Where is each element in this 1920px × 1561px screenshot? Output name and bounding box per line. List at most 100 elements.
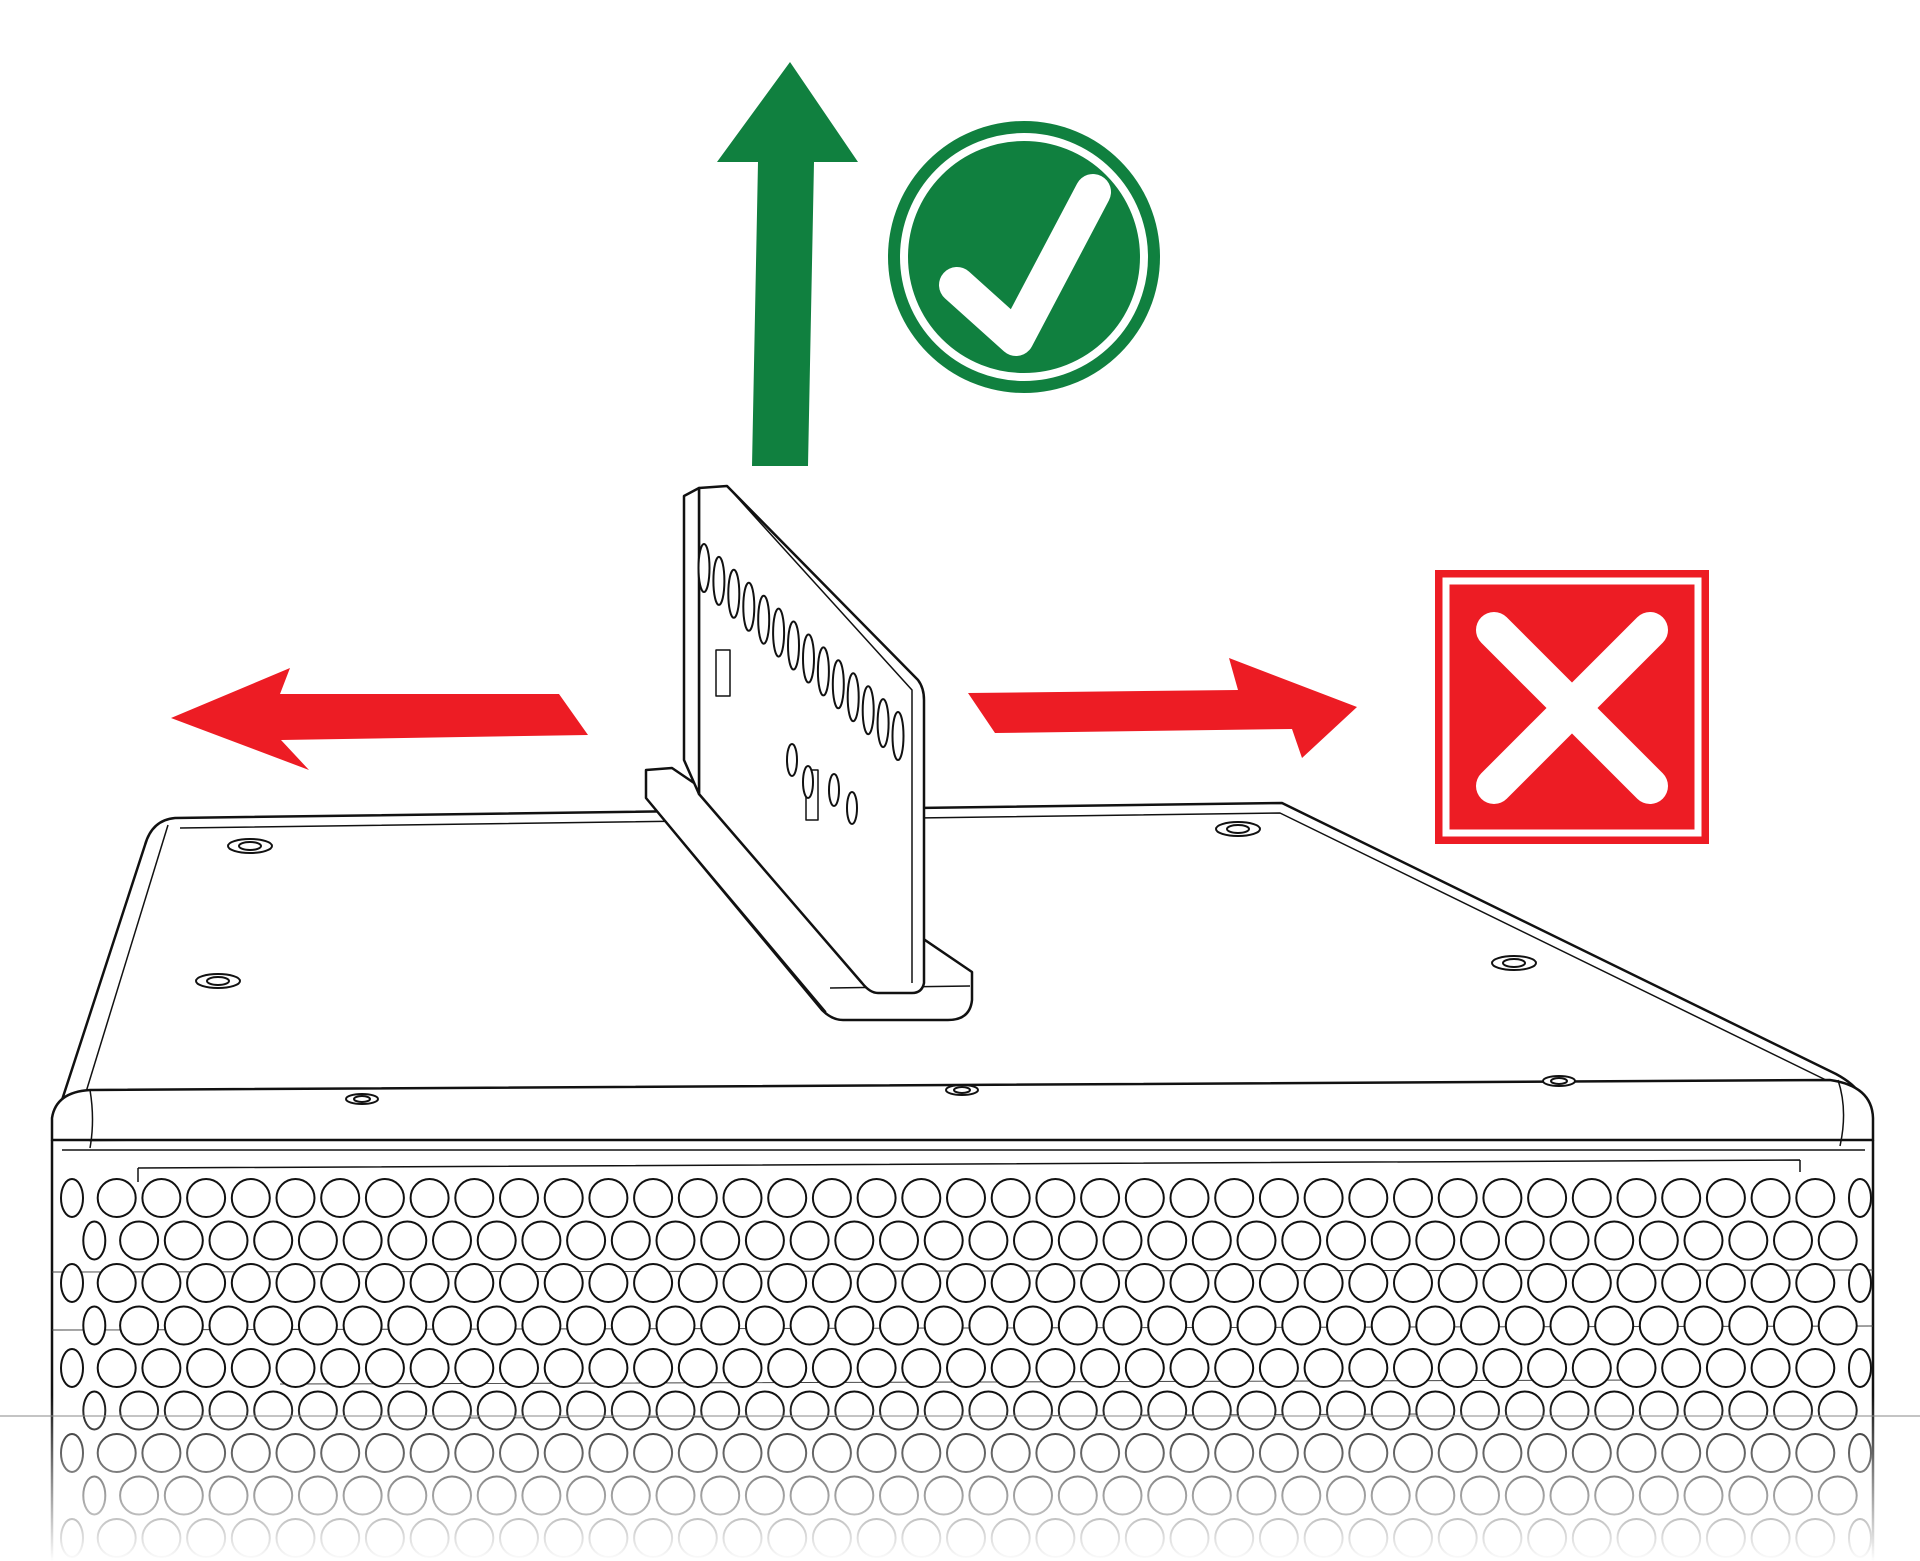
grille-hole <box>1124 1178 1165 1218</box>
cabinet-bezel-corner-right <box>1837 1079 1845 1147</box>
grille-hole <box>990 1348 1031 1388</box>
grille-hole <box>1370 1220 1411 1261</box>
grille-hole <box>901 1178 942 1218</box>
grille-hole <box>1258 1348 1299 1388</box>
grille-hole <box>1147 1220 1188 1261</box>
grille-hole <box>1437 1178 1478 1218</box>
grille-hole <box>1303 1178 1344 1218</box>
grille-hole <box>186 1178 227 1218</box>
grille-hole <box>1370 1305 1411 1346</box>
grille-hole <box>655 1220 696 1261</box>
grille-hole <box>1437 1348 1478 1388</box>
grille-hole <box>1527 1348 1568 1388</box>
screw <box>1491 955 1537 971</box>
grille-hole <box>1393 1263 1433 1303</box>
grille-hole <box>1661 1348 1702 1388</box>
grille-hole <box>476 1305 517 1346</box>
cabinet-bezel-corner-left <box>89 1089 94 1149</box>
screw <box>227 838 273 854</box>
screw <box>1542 1075 1576 1087</box>
grille-hole <box>499 1263 539 1303</box>
grille-hole <box>230 1178 271 1218</box>
cabinet-top-inner-edge <box>179 812 1831 1083</box>
grille-hole <box>1504 1220 1545 1261</box>
arrow-left-icon <box>171 668 588 770</box>
grille-hole <box>1728 1220 1769 1261</box>
grille-hole <box>387 1305 428 1346</box>
screw <box>195 973 241 989</box>
bottom-fade <box>0 1395 1920 1561</box>
grille-hole <box>1415 1305 1456 1346</box>
check-circle-icon <box>888 121 1160 393</box>
grille-hole <box>968 1305 1009 1346</box>
bracket-hole <box>876 698 890 749</box>
grille-hole <box>1393 1178 1433 1218</box>
grille-hole <box>566 1220 607 1261</box>
mounting-screws <box>195 821 1576 1105</box>
grille-hole <box>700 1305 741 1346</box>
grille-hole <box>320 1263 361 1303</box>
grille-hole <box>879 1220 919 1261</box>
grille-hole <box>834 1220 875 1261</box>
grille-hole <box>1638 1220 1679 1261</box>
grille-hole <box>1705 1263 1746 1303</box>
grille-hole <box>1773 1220 1813 1261</box>
grille-hole <box>1683 1220 1724 1261</box>
grille-hole <box>856 1348 897 1388</box>
grille-hole <box>1661 1178 1702 1218</box>
grille-hole <box>1705 1178 1746 1218</box>
grille-hole <box>186 1348 227 1388</box>
grille-hole <box>744 1305 785 1346</box>
grille-hole <box>633 1348 674 1388</box>
grille-hole <box>96 1348 137 1388</box>
grille-hole <box>856 1178 897 1218</box>
grille-hole <box>789 1220 830 1261</box>
grille-hole <box>1638 1305 1679 1346</box>
grille-hole <box>1750 1263 1791 1303</box>
grille-hole <box>163 1220 204 1261</box>
grille-hole <box>275 1178 316 1218</box>
grille-hole <box>744 1220 785 1261</box>
grille-hole <box>342 1305 383 1346</box>
grille-hole <box>1169 1263 1210 1303</box>
grille-hole <box>1848 1348 1872 1388</box>
grille-hole <box>1571 1348 1612 1388</box>
grille-hole <box>1080 1348 1121 1388</box>
grille-hole <box>1348 1348 1389 1388</box>
grille-hole <box>1460 1305 1500 1346</box>
grille-hole <box>1348 1178 1389 1218</box>
screw <box>945 1084 979 1096</box>
bracket-hole <box>891 711 905 761</box>
grille-hole <box>722 1178 763 1218</box>
grille-hole <box>387 1220 428 1261</box>
bracket-hole <box>831 659 845 710</box>
bracket-hole <box>846 672 860 723</box>
grille-top-frame <box>137 1159 1801 1182</box>
incorrect-indicator <box>171 570 1709 844</box>
grille-hole <box>141 1348 182 1388</box>
bracket-hole <box>846 791 858 825</box>
grille-hole <box>1705 1348 1746 1388</box>
grille-hole <box>1035 1178 1076 1218</box>
grille-hole <box>834 1305 875 1346</box>
bracket-pick-holes <box>697 543 905 825</box>
bracket-hole <box>742 581 756 632</box>
grille-hole <box>1080 1263 1121 1303</box>
grille-hole <box>901 1348 942 1388</box>
grille-hole <box>1057 1305 1098 1346</box>
bracket-upright-plate <box>697 484 926 995</box>
grille-hole <box>141 1263 182 1303</box>
grille-hole <box>119 1220 160 1261</box>
x-square-icon <box>1435 570 1709 844</box>
grille-hole <box>1728 1305 1769 1346</box>
arrow-right-icon <box>968 658 1357 758</box>
grille-hole <box>722 1348 763 1388</box>
grille-hole <box>610 1220 651 1261</box>
grille-hole <box>811 1178 852 1218</box>
grille-hole <box>1147 1305 1188 1346</box>
grille-hole <box>633 1178 674 1218</box>
grille-hole <box>141 1178 182 1218</box>
grille-hole <box>1258 1178 1299 1218</box>
grille-hole <box>946 1178 986 1218</box>
grille-hole <box>1348 1263 1389 1303</box>
